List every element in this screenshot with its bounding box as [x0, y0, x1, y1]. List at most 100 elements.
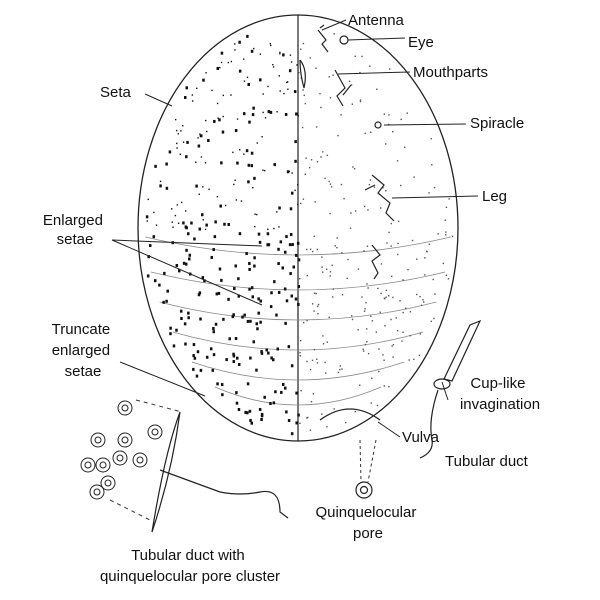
seta-dot: [397, 253, 399, 256]
seta-dot: [263, 169, 266, 172]
seta-dot: [336, 237, 338, 239]
seta-dot: [262, 93, 264, 95]
seta-dot: [380, 263, 383, 265]
seta-dot: [329, 183, 332, 185]
segment-arc: [172, 331, 424, 351]
seta-dot: [183, 322, 187, 326]
seta-dot: [200, 156, 203, 158]
seta-dot: [362, 348, 364, 350]
seta-dot: [175, 129, 178, 132]
vulva-drawing: [319, 408, 381, 421]
seta-dot: [317, 303, 320, 306]
seta-dot: [315, 126, 318, 128]
seta-dot: [159, 180, 162, 183]
seta-dot: [216, 382, 219, 386]
seta-dot: [259, 53, 262, 55]
seta-dot: [231, 315, 235, 319]
seta-dot: [385, 190, 387, 192]
seta-dot: [185, 155, 188, 159]
seta-dot: [176, 142, 178, 145]
seta-dot: [299, 355, 302, 357]
seta-dot: [375, 331, 378, 333]
seta-dot: [322, 151, 324, 153]
seta-dot: [399, 300, 401, 302]
seta-dot: [386, 242, 388, 244]
seta-dot: [200, 134, 203, 138]
seta-dot: [380, 292, 382, 295]
seta-dot: [388, 385, 390, 388]
seta-dot: [341, 368, 343, 370]
seta-dot: [203, 279, 206, 283]
seta-dot: [316, 305, 319, 308]
seta-dot: [273, 163, 276, 167]
seta-dot: [243, 58, 245, 60]
seta-dot: [322, 271, 324, 273]
seta-dot: [196, 350, 200, 354]
seta-dot: [227, 223, 230, 227]
seta-dot: [300, 389, 302, 392]
seta-dot: [162, 300, 165, 304]
seta-dot: [270, 356, 273, 360]
seta-dot: [212, 330, 216, 334]
seta-dot: [424, 274, 426, 276]
seta-dot: [325, 372, 327, 374]
seta-dot: [204, 162, 207, 164]
seta-dot: [425, 250, 428, 253]
seta-dot: [296, 64, 298, 66]
seta-dot: [252, 106, 255, 110]
seta-dot: [348, 80, 351, 83]
seta-dot: [324, 177, 326, 180]
antenna-drawing: [317, 24, 329, 53]
seta-dot: [291, 172, 293, 174]
seta-dot: [281, 383, 285, 387]
seta-dot: [183, 96, 187, 100]
seta-dot: [273, 227, 275, 230]
seta-dot: [238, 40, 241, 44]
seta-dot: [370, 131, 372, 133]
seta-dot: [219, 204, 222, 208]
seta-dot: [277, 290, 281, 294]
seta-dot: [253, 47, 255, 50]
seta-dot: [182, 261, 186, 265]
seta-dot: [244, 410, 247, 414]
seta-dot: [233, 287, 236, 291]
seta-dot: [401, 340, 403, 342]
seta-dot: [332, 296, 334, 298]
seta-dot: [165, 186, 169, 190]
seta-dot: [316, 358, 318, 360]
seta-dot: [320, 106, 322, 109]
seta-dot: [251, 113, 255, 117]
seta-dot: [204, 228, 207, 231]
seta-dot: [328, 76, 331, 78]
seta-dot: [202, 78, 205, 82]
seta-dot: [371, 377, 373, 379]
seta-dot: [199, 133, 201, 135]
eye-drawing: [339, 35, 349, 45]
seta-dot: [246, 411, 249, 415]
seta-dot: [325, 268, 328, 270]
seta-dot: [277, 262, 280, 266]
seta-dot: [364, 308, 366, 310]
seta-dot: [305, 157, 307, 159]
seta-dot: [238, 69, 242, 73]
seta-dot: [396, 330, 399, 332]
seta-dot: [300, 202, 302, 205]
seta-dot: [237, 277, 240, 281]
seta-dot: [269, 110, 273, 114]
seta-dot: [383, 385, 386, 387]
seta-dot: [227, 61, 230, 64]
seta-dot: [155, 224, 158, 226]
label-tubular-duct-cluster: Tubular duct with quinquelocular pore cl…: [100, 547, 280, 585]
seta-dot: [337, 371, 340, 374]
seta-dot: [304, 173, 306, 175]
seta-dot: [214, 322, 218, 326]
seta-dot: [276, 347, 279, 351]
seta-dot: [218, 118, 221, 122]
seta-dot: [299, 339, 302, 342]
seta-dot: [171, 208, 173, 210]
seta-dot: [391, 345, 393, 347]
seta-dot: [250, 151, 254, 155]
seta-dot: [245, 252, 248, 256]
segment-arc: [159, 301, 437, 321]
seta-dot: [341, 252, 343, 254]
